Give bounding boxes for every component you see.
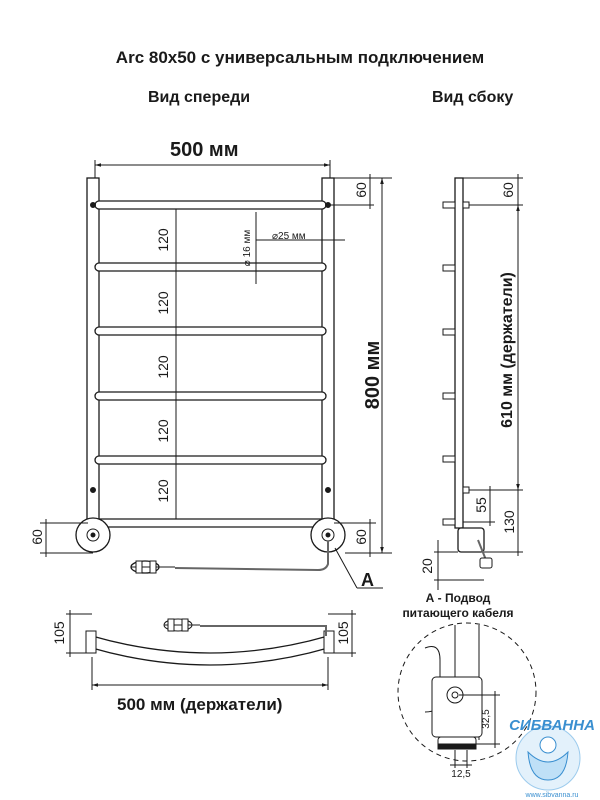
- arc-front: [91, 635, 329, 654]
- logo-text: СИБВАННА: [509, 717, 595, 734]
- arc-back: [91, 647, 329, 666]
- right-flange-center: [325, 532, 331, 538]
- side-holder: [442, 392, 456, 400]
- side-cable-plug: [479, 557, 493, 569]
- side-pipe: [454, 177, 464, 529]
- front-view: [40, 160, 392, 589]
- spacing-label-3: 120: [155, 355, 171, 379]
- cable-note-line1: А - Подвод: [425, 591, 491, 605]
- cable-note: А - Подвод питающего кабеля: [378, 591, 538, 621]
- cable-plug-ring: [135, 560, 143, 574]
- top-plug-ring: [181, 618, 189, 632]
- logo-site: www.sibvanna.ru: [525, 792, 579, 799]
- side-20-label: 20: [419, 558, 435, 574]
- brand-logo: СИБВАННА www.sibvanna.ru: [509, 717, 595, 799]
- front-view-label: Вид спереди: [148, 89, 251, 106]
- side-mount: [462, 201, 470, 209]
- depth-left-label: 105: [51, 621, 67, 645]
- side-cable: [477, 539, 487, 561]
- page-title: Arc 80х50 с универсальным подключением: [115, 48, 485, 67]
- holders-height-label: 610 мм (держатели): [499, 272, 516, 428]
- width-bottom-label: 500 мм (держатели): [117, 695, 283, 714]
- rung-4: [94, 391, 327, 401]
- top-cable: [200, 625, 327, 636]
- logo-badge: [515, 725, 581, 791]
- side-holder: [442, 328, 456, 336]
- right-pipe: [321, 177, 335, 524]
- top-right-holder: [323, 630, 335, 654]
- power-cable: [174, 541, 329, 572]
- detail-12-5-label: 12,5: [451, 769, 471, 780]
- rung-diameter-label: ⌀ 16 мм: [242, 230, 253, 267]
- pipe-diameter-label: ⌀25 мм: [272, 231, 306, 242]
- top-left-holder: [85, 630, 97, 654]
- side-mount: [462, 486, 470, 494]
- spacing-label-5: 120: [155, 479, 171, 503]
- spacing-label-2: 120: [155, 291, 171, 315]
- callout-letter: A: [361, 570, 374, 590]
- cable-note-line2: питающего кабеля: [402, 606, 514, 620]
- side-130-label: 130: [501, 510, 517, 534]
- logo-bathtub-icon: [527, 750, 569, 781]
- left-flange-inner: [86, 528, 100, 542]
- detail-a-labels: 32,5 12,5: [451, 709, 492, 780]
- spacing-label-4: 120: [155, 419, 171, 443]
- mount-dot: [90, 202, 96, 208]
- side-view: [434, 174, 523, 590]
- side-holder: [442, 518, 456, 526]
- left-pipe: [86, 177, 100, 524]
- side-view-label: Вид сбоку: [432, 89, 514, 106]
- front-view-labels: 120 120 120 120 120 60 60 60 800 мм ⌀ 16…: [29, 182, 384, 590]
- side-holder: [442, 264, 456, 272]
- rung-1: [94, 200, 327, 210]
- detail-32-5-label: 32,5: [481, 709, 492, 729]
- top-offset-label: 60: [353, 182, 369, 198]
- left-flange-center: [90, 532, 96, 538]
- detail-a: [397, 622, 537, 768]
- callout-leader: [334, 547, 358, 589]
- logo-face-icon: [539, 736, 557, 754]
- mount-dot: [325, 487, 331, 493]
- rung-2: [94, 262, 327, 272]
- left-offset-label: 60: [29, 529, 45, 545]
- detail-connector: [431, 676, 483, 738]
- detail-plug-band: [437, 743, 477, 750]
- side-connector: [457, 527, 485, 553]
- top-view-labels: 105 105: [51, 621, 351, 645]
- side-top-offset-label: 60: [500, 182, 516, 198]
- rung-3: [94, 326, 327, 336]
- cable-plug-ring: [149, 560, 157, 574]
- rung-6: [94, 518, 327, 528]
- mount-dot: [90, 487, 96, 493]
- detail-port-inner: [451, 691, 459, 699]
- bottom-offset-label: 60: [353, 529, 369, 545]
- side-55-label: 55: [473, 497, 489, 513]
- side-holder: [442, 455, 456, 463]
- height-label: 800 мм: [362, 341, 384, 410]
- side-view-labels: 60 610 мм (держатели) 55 130 20: [419, 182, 517, 574]
- spacing-label-1: 120: [155, 228, 171, 252]
- rung-5: [94, 455, 327, 465]
- side-holder: [442, 201, 456, 209]
- width-top-label: 500 мм: [170, 139, 239, 161]
- top-plug-ring: [167, 618, 175, 632]
- depth-right-label: 105: [335, 621, 351, 645]
- top-view: [66, 610, 356, 690]
